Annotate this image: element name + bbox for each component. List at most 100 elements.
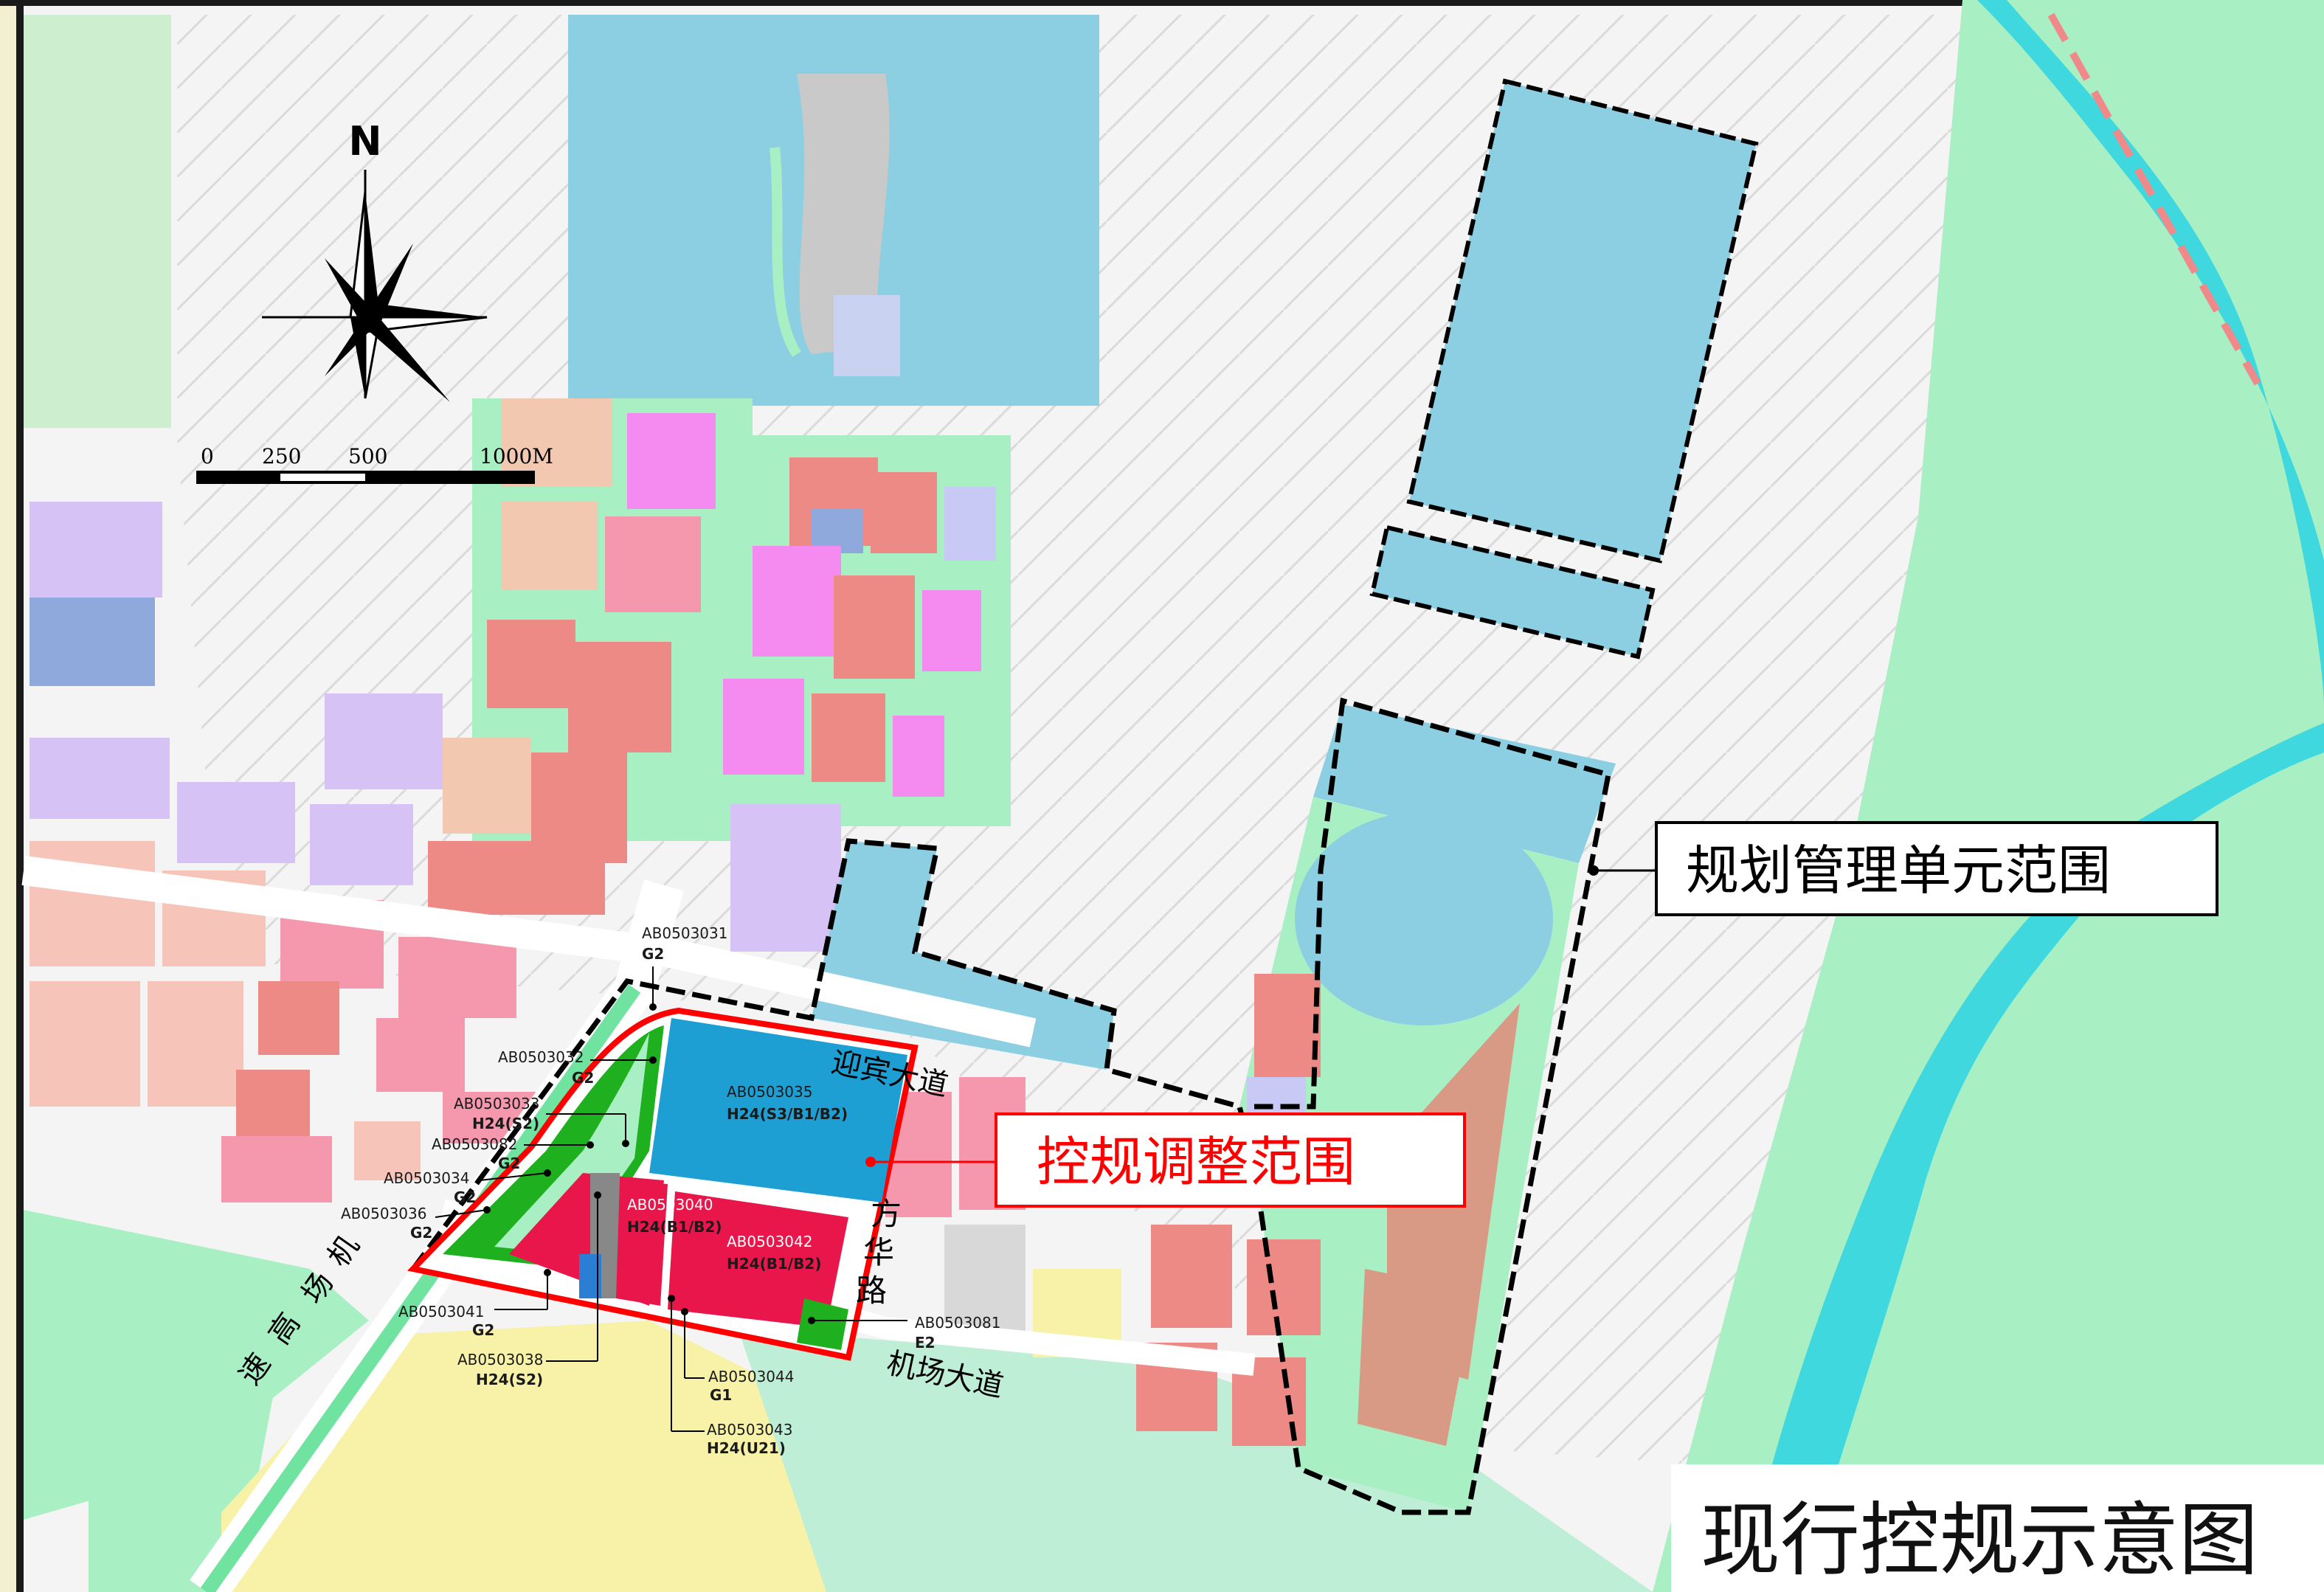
parcel-ab0503035 <box>649 1018 907 1202</box>
grid-red-2 <box>568 642 671 752</box>
east-gray-1 <box>944 1225 1026 1343</box>
legend-adjustment: 控规调整范围 <box>865 1112 1466 1208</box>
callout-ab0503044: AB0503044 G1 <box>681 1308 794 1404</box>
svg-text:G2: G2 <box>410 1224 432 1242</box>
svg-text:AB0503033: AB0503033 <box>454 1095 539 1112</box>
grid-magenta-4 <box>723 679 804 775</box>
svg-text:AB0503036: AB0503036 <box>341 1205 426 1222</box>
svg-text:H24(S2): H24(S2) <box>476 1371 543 1388</box>
scale-bar: 0 250 500 1000M <box>196 444 553 484</box>
svg-text:AB0503044: AB0503044 <box>708 1368 794 1385</box>
river <box>1741 0 2324 1592</box>
callout-ab0503033: AB0503033 H24(S2) <box>454 1095 629 1147</box>
svg-text:路: 路 <box>856 1273 887 1309</box>
terminal-green-strip <box>770 147 801 357</box>
left-purple-1 <box>30 502 162 598</box>
grid-red-8 <box>812 693 885 782</box>
label-ab0503042-code: H24(B1/B2) <box>727 1255 821 1273</box>
scale-tick-500: 500 <box>348 444 387 468</box>
parcel-red-2 <box>236 1070 310 1136</box>
parcel-pink-2 <box>398 937 516 1018</box>
map-title-box: 现行控规示意图 <box>1671 1464 2324 1592</box>
scale-tick-0: 0 <box>201 444 214 468</box>
river-edge-line <box>2047 13 2261 386</box>
parcel-ab0503040 <box>616 1180 668 1306</box>
expressway-median <box>200 984 641 1592</box>
left-purple-4 <box>310 804 413 885</box>
svg-text:G2: G2 <box>498 1155 520 1172</box>
east-red-1 <box>1254 974 1321 1077</box>
grid-magenta-5 <box>893 716 944 797</box>
callout-ab0503038: AB0503038 H24(S2) <box>457 1191 601 1388</box>
label-ab0503040-code: H24(B1/B2) <box>627 1218 722 1236</box>
callout-ab0503041: AB0503041 G2 <box>398 1269 551 1339</box>
grid-red-4 <box>428 841 605 915</box>
label-ab0503035-code: H24(S3/B1/B2) <box>727 1105 848 1123</box>
svg-text:AB0503032: AB0503032 <box>498 1048 584 1066</box>
svg-text:H24(S2): H24(S2) <box>472 1115 539 1132</box>
svg-text:G2: G2 <box>642 945 664 963</box>
grid-salmon-3 <box>443 738 531 834</box>
callout-ab0503031: AB0503031 G2 <box>642 924 727 1011</box>
grid-red-7 <box>834 575 915 679</box>
left-purple-5 <box>325 693 443 789</box>
right-green-belt <box>1653 0 2324 1592</box>
parcel-salmon-5 <box>354 1121 421 1180</box>
apron-block-2 <box>1369 525 1656 660</box>
terminal-core <box>797 74 890 354</box>
callout-ab0503081: AB0503081 E2 <box>808 1314 1000 1352</box>
svg-text:AB0503031: AB0503031 <box>642 924 727 942</box>
grid-pink-1 <box>605 516 701 612</box>
callout-ab0503032: AB0503032 G2 <box>498 1048 657 1087</box>
parcel-ab0503081 <box>797 1298 848 1350</box>
grid-lavender-1 <box>944 487 996 561</box>
parcel-pink-4 <box>221 1136 332 1202</box>
east-red-3 <box>1247 1239 1321 1335</box>
grid-magenta-1 <box>627 413 716 509</box>
parcel-salmon-3 <box>30 981 140 1107</box>
svg-text:G2: G2 <box>472 1321 494 1339</box>
legend-adjustment-label: 控规调整范围 <box>1037 1131 1355 1193</box>
svg-text:G2: G2 <box>572 1069 594 1087</box>
grid-magenta-2 <box>753 546 841 657</box>
frame-left-line <box>16 0 24 1592</box>
apron-block-3 <box>1313 705 1616 863</box>
residential-yellow <box>221 1321 885 1592</box>
left-purple-3 <box>177 782 295 863</box>
north-label: N <box>348 118 381 165</box>
svg-text:华: 华 <box>863 1234 894 1270</box>
apron-block-1 <box>1406 78 1759 564</box>
lower-green-zone <box>738 1328 1653 1592</box>
parcel-salmon-4 <box>148 981 243 1107</box>
stadium-ellipse <box>1295 811 1553 1025</box>
svg-text:方: 方 <box>871 1196 902 1232</box>
road-label-fanghua: 方 华 路 <box>856 1196 902 1309</box>
label-ab0503040-id: AB0503040 <box>627 1196 713 1214</box>
left-green-top <box>24 15 171 428</box>
frame-top-line <box>0 0 2324 6</box>
grid-red-6 <box>871 472 937 553</box>
svg-text:AB0503081: AB0503081 <box>915 1314 1000 1332</box>
parcel-ab0503042 <box>668 1191 848 1328</box>
map-title: 现行控规示意图 <box>1701 1495 2258 1587</box>
north-arrow: N <box>262 118 488 402</box>
callout-ab0503034: AB0503034 G2 <box>384 1169 551 1206</box>
svg-text:AB0503041: AB0503041 <box>398 1303 484 1321</box>
label-ab0503042-id: AB0503042 <box>727 1233 812 1250</box>
svg-text:AB0503043: AB0503043 <box>707 1421 792 1439</box>
svg-text:AB0503034: AB0503034 <box>384 1169 469 1187</box>
terminal-lavender <box>834 295 900 376</box>
frame-left <box>0 0 19 1592</box>
east-red-2 <box>1151 1225 1232 1328</box>
grid-red-1 <box>487 620 575 708</box>
legend-management-unit: 规划管理单元范围 <box>1588 821 2218 916</box>
parcel-red-1 <box>258 981 339 1055</box>
svg-text:AB0503082: AB0503082 <box>432 1135 517 1153</box>
grid-salmon-2 <box>502 502 598 590</box>
east-brown-2 <box>1358 1269 1476 1446</box>
scale-tick-250: 250 <box>262 444 301 468</box>
callout-ab0503036: AB0503036 G2 <box>341 1205 491 1242</box>
left-blue-1 <box>30 598 155 686</box>
svg-text:G1: G1 <box>710 1386 732 1404</box>
